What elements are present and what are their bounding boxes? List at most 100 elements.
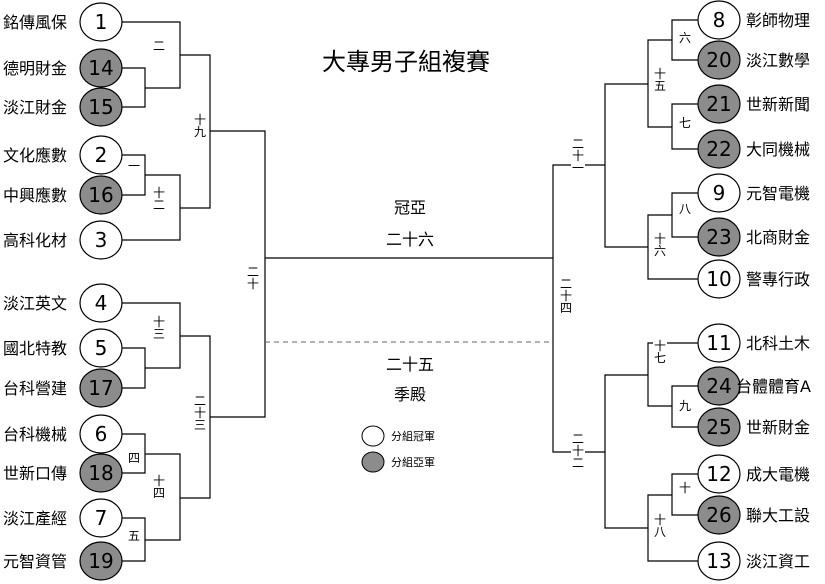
seed-circle — [697, 84, 741, 124]
team-seed: 4 — [95, 291, 108, 315]
legend-runnerup-label: 分組亞軍 — [391, 456, 435, 469]
team-seed: 12 — [706, 462, 731, 486]
match-label-text: 二十一 — [572, 137, 584, 175]
team-seed: 21 — [706, 92, 731, 116]
team-entry: 12 成大電機 — [697, 454, 810, 494]
match-label: 七 — [678, 116, 692, 130]
team-seed: 26 — [706, 503, 731, 527]
match-label: 二十四 — [559, 277, 573, 315]
legend-runnerup-swatch — [361, 451, 385, 473]
team-seed: 3 — [95, 228, 108, 252]
team-seed: 9 — [713, 181, 726, 205]
match-label-text: 七 — [679, 116, 691, 130]
team-seed: 25 — [706, 415, 731, 439]
seed-circle — [697, 323, 741, 363]
match-label: 八 — [678, 202, 692, 216]
match-label-bg — [653, 232, 667, 258]
seed-circle — [79, 283, 123, 323]
seed-circle — [79, 368, 123, 408]
team-name: 大同機械 — [746, 140, 810, 159]
seed-circle — [79, 2, 123, 42]
final-match-number: 二十六 — [386, 230, 434, 249]
team-seed: 20 — [706, 48, 731, 72]
match-label: 十二 — [152, 186, 166, 212]
bracket-line — [145, 453, 181, 541]
match-label-text: 二十 — [247, 265, 259, 291]
match-label-text: 八 — [679, 202, 691, 216]
third-place-name: 季殿 — [394, 385, 426, 404]
team-name: 元智資管 — [3, 552, 67, 571]
match-label-text: 十七 — [654, 339, 666, 365]
team-entry: 23 北商財金 — [697, 217, 810, 257]
seed-circle — [697, 541, 741, 581]
bracket-line — [122, 302, 181, 369]
match-label-bg — [653, 513, 667, 539]
team-name: 警專行政 — [746, 270, 810, 289]
team-name: 聯大工設 — [746, 506, 810, 525]
match-label-text: 二十二 — [572, 432, 584, 470]
match-label-text: 四 — [128, 451, 140, 465]
seed-circle — [697, 40, 741, 80]
team-seed: 11 — [706, 331, 731, 355]
match-label: 十八 — [653, 513, 667, 539]
match-label-bg — [678, 481, 692, 495]
match-label: 四 — [127, 451, 141, 465]
match-label-bg — [678, 31, 692, 45]
team-name: 北商財金 — [746, 228, 810, 247]
match-label-text: 一 — [128, 159, 140, 173]
match-label-bg — [152, 186, 166, 212]
match-label-bg — [152, 39, 166, 53]
team-name: 台科營建 — [3, 379, 67, 398]
match-label-bg — [152, 474, 166, 500]
bracket-line — [122, 347, 146, 389]
bracket-title: 大專男子組複賽 — [322, 48, 490, 76]
match-label: 五 — [127, 529, 141, 543]
match-label: 一 — [127, 159, 141, 173]
seed-circle — [697, 0, 741, 40]
match-label-text: 十八 — [654, 513, 666, 539]
seed-circle — [79, 453, 123, 493]
team-entry: 25 世新財金 — [697, 407, 810, 447]
match-label: 二 — [152, 39, 166, 53]
match-label: 二十 — [246, 265, 260, 291]
team-entries: 1銘傳風保14德明財金15淡江財金2文化應數16中興應數3高科化材4淡江英文5國… — [3, 0, 811, 581]
team-name: 台科機械 — [3, 425, 67, 444]
team-name: 銘傳風保 — [3, 13, 67, 32]
match-label: 二十二 — [571, 432, 585, 470]
match-label-bg — [678, 399, 692, 413]
match-label-bg — [571, 137, 585, 175]
team-name: 成大電機 — [746, 465, 810, 484]
team-name: 淡江產經 — [3, 509, 67, 528]
team-seed: 7 — [95, 506, 108, 530]
match-label-text: 十二 — [153, 186, 165, 212]
team-name: 北科土木 — [746, 334, 810, 353]
seed-circle — [697, 366, 741, 406]
third-place-number: 二十五 — [386, 355, 434, 374]
match-label-text: 十 — [679, 481, 691, 495]
team-name: 淡江數學 — [746, 51, 810, 70]
team-seed: 23 — [706, 225, 731, 249]
match-label: 十三 — [152, 315, 166, 341]
team-seed: 16 — [88, 183, 113, 207]
seed-circle — [697, 259, 741, 299]
team-name: 彰師物理 — [746, 11, 810, 30]
final-match-name: 冠亞 — [394, 198, 426, 217]
team-name: 世新財金 — [746, 418, 810, 437]
seed-circle — [79, 498, 123, 538]
match-label-text: 九 — [679, 399, 691, 413]
match-label-bg — [559, 277, 573, 315]
match-label-bg — [571, 432, 585, 470]
